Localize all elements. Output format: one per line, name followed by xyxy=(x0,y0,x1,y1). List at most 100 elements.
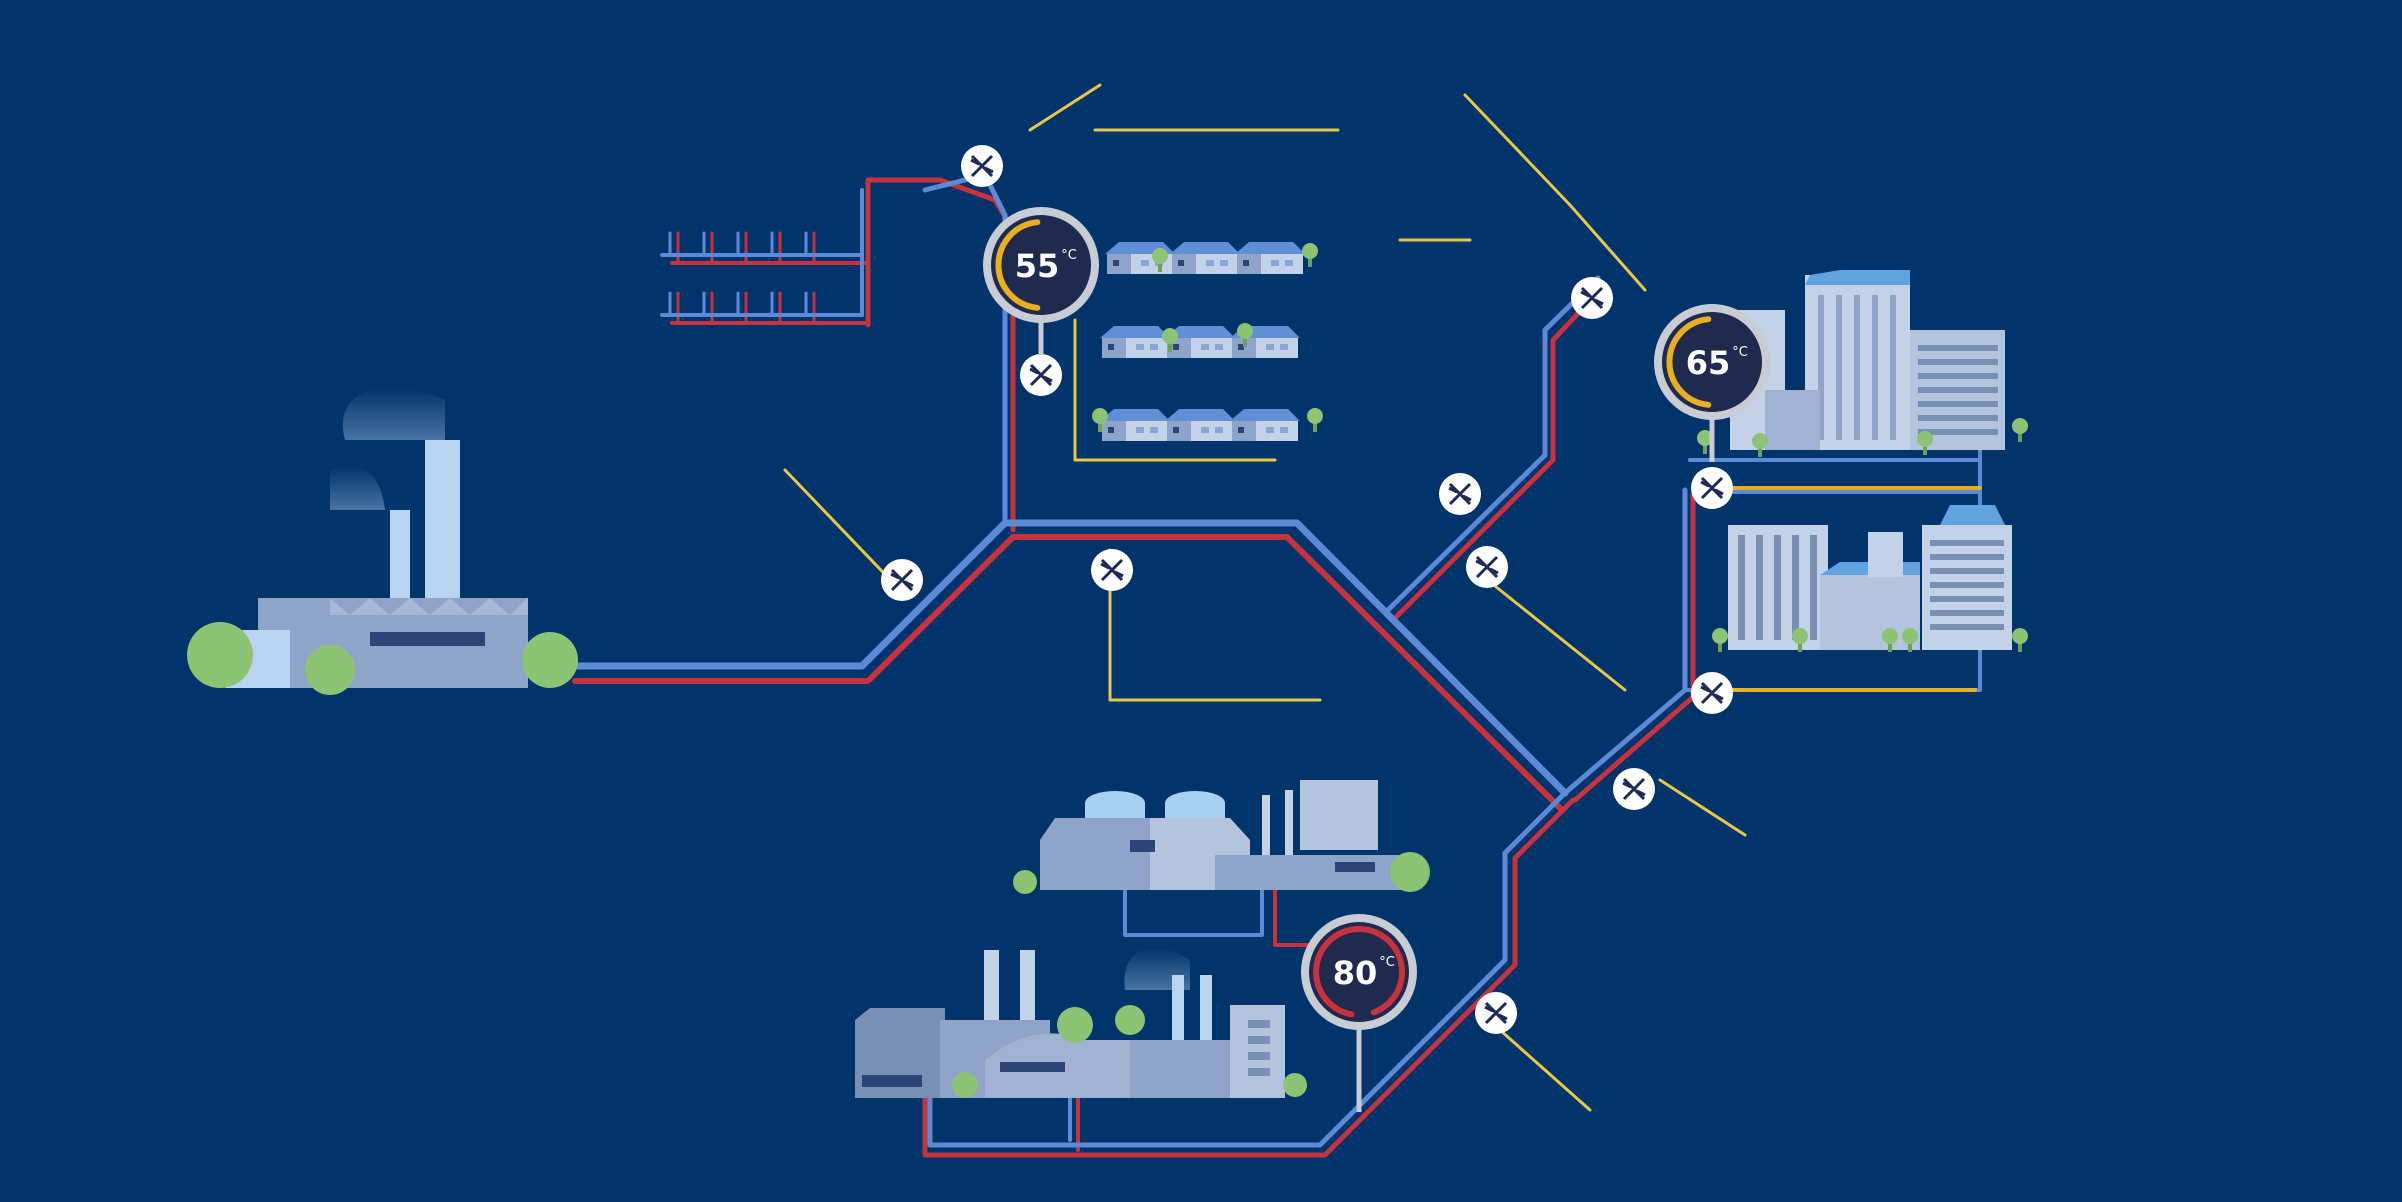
tree-icon xyxy=(1013,870,1037,894)
windows xyxy=(1248,1052,1270,1060)
chimney xyxy=(1020,950,1035,1020)
office-windows xyxy=(1918,401,1998,407)
tree-icon xyxy=(2012,418,2028,442)
supply-pipe-left xyxy=(865,177,1016,533)
office-windows xyxy=(1872,295,1878,440)
office-windows xyxy=(1854,295,1860,440)
tree-icon xyxy=(1283,1073,1307,1097)
tree-icon xyxy=(187,622,253,688)
return-pipes xyxy=(571,172,1982,1148)
valve-icon[interactable] xyxy=(959,143,1005,189)
branch-left xyxy=(783,468,902,592)
chimney xyxy=(984,950,999,1020)
hall xyxy=(1040,818,1150,890)
windows xyxy=(1248,1020,1270,1028)
gauge-value: 65 xyxy=(1686,344,1731,382)
tree-icon xyxy=(1917,431,1933,455)
house-icon xyxy=(1235,242,1305,274)
valve-icon[interactable] xyxy=(879,557,925,603)
smoke xyxy=(330,466,385,510)
chimney xyxy=(1172,975,1184,1040)
valve-icon[interactable] xyxy=(1473,990,1519,1036)
gauge-unit: °C xyxy=(1732,345,1748,360)
temperature-gauge-houses: 55 °C xyxy=(983,207,1099,355)
windows xyxy=(1248,1068,1270,1076)
return-pipe-trunk xyxy=(571,519,1569,797)
office-tower-icon xyxy=(1728,505,2012,650)
valve-icon[interactable] xyxy=(1018,352,1064,398)
valve-icon[interactable] xyxy=(1089,547,1135,593)
branch-bottom-right xyxy=(1498,1028,1592,1112)
gauge-arc xyxy=(1313,926,1406,1018)
office-windows xyxy=(1918,373,1998,379)
valve-icon[interactable] xyxy=(1611,766,1657,812)
hall xyxy=(1130,1040,1230,1098)
buildings xyxy=(187,242,2028,1098)
office-windows xyxy=(1836,295,1842,440)
office-roof xyxy=(1805,270,1910,285)
return-pipe-houses xyxy=(922,172,1008,526)
tree-icon xyxy=(1752,433,1768,457)
office-windows xyxy=(1818,295,1824,440)
gauge-unit: °C xyxy=(1061,248,1077,263)
plant-windows xyxy=(370,632,485,646)
office-windows xyxy=(1756,535,1763,640)
house-icon xyxy=(1100,409,1170,441)
return-pipe-industry xyxy=(927,790,1568,1148)
windows xyxy=(1000,1062,1065,1072)
smoke xyxy=(342,388,445,440)
tree-icon xyxy=(305,645,355,695)
office-roof xyxy=(1940,505,2005,525)
house-icon xyxy=(1230,409,1300,441)
plant-roof xyxy=(330,598,528,615)
valve-icon[interactable] xyxy=(1689,465,1735,511)
office-tower xyxy=(1765,390,1820,450)
windows xyxy=(1248,1036,1270,1044)
office-windows xyxy=(1930,568,2004,574)
office-windows xyxy=(1930,540,2004,546)
branch-upper-right xyxy=(1463,93,1647,292)
gauge-arc xyxy=(1666,316,1712,408)
valve-icon[interactable] xyxy=(1689,670,1735,716)
branch-center xyxy=(1108,548,1322,702)
valve-icon[interactable] xyxy=(1437,471,1483,517)
office-tower-icon xyxy=(1730,270,2005,450)
chimney xyxy=(1200,975,1212,1040)
branch-top xyxy=(1028,83,1102,132)
valve-icon[interactable] xyxy=(1569,275,1615,321)
office-windows xyxy=(1738,535,1745,640)
office-windows xyxy=(1918,359,1998,365)
supply-pipe-industry xyxy=(922,797,1576,1158)
tree-icon xyxy=(1115,1005,1145,1035)
office-windows xyxy=(1930,582,2004,588)
windows xyxy=(862,1075,922,1087)
return-pipe-upper-right xyxy=(1382,275,1601,616)
supply-pipe-industry-upper xyxy=(1273,888,1312,947)
gauge-value: 80 xyxy=(1333,954,1378,992)
office-windows xyxy=(1890,295,1896,440)
return-pipe-offices xyxy=(1562,487,1688,796)
valve-icon[interactable] xyxy=(1464,544,1510,590)
office-windows xyxy=(1918,429,1998,435)
office-windows xyxy=(1918,345,1998,351)
chimney xyxy=(1285,790,1293,855)
office-windows xyxy=(1930,596,2004,602)
tree-icon xyxy=(522,632,578,688)
house-icon xyxy=(1170,242,1240,274)
house-feeders xyxy=(1073,318,1277,462)
tree-icon xyxy=(1390,852,1430,892)
return-loop-upper xyxy=(1698,448,1982,494)
tree-icon xyxy=(2012,628,2028,652)
tree-icon xyxy=(952,1072,978,1098)
return-pipe-industry-upper xyxy=(1123,888,1264,937)
office-windows xyxy=(1810,535,1817,640)
office-windows xyxy=(1930,624,2004,630)
chimney xyxy=(425,440,460,600)
tree-icon xyxy=(1307,408,1323,432)
tree-icon xyxy=(1302,243,1318,267)
office-windows xyxy=(1930,554,2004,560)
industrial-building-icon xyxy=(1013,780,1430,894)
hall xyxy=(1215,855,1410,890)
office-tower xyxy=(1868,532,1903,577)
